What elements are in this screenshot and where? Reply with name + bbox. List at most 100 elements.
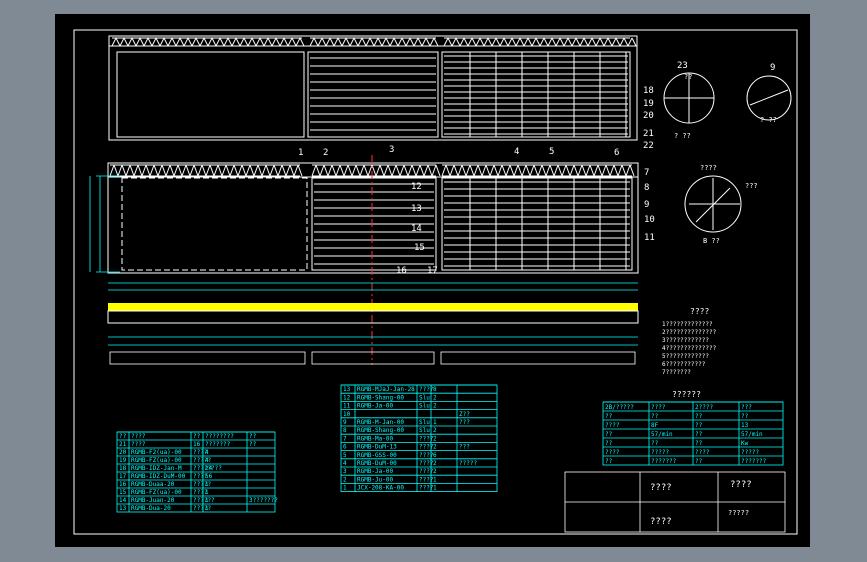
- spec-table-cell: ???????: [651, 458, 677, 465]
- parts-mid-cell: 1: [433, 485, 437, 492]
- parts-left-cell: ??: [119, 433, 127, 440]
- parts-left-cell: ????????: [193, 465, 222, 472]
- spec-table-cell: ???????: [741, 458, 767, 465]
- spec-table-cell: ??: [695, 440, 703, 447]
- parts-mid-cell: 8: [343, 427, 347, 434]
- parts-mid-cell: 13: [343, 386, 351, 393]
- callout-14: 14: [411, 224, 422, 234]
- parts-mid-cell: Slu: [419, 427, 430, 434]
- parts-left-cell: ????: [131, 441, 146, 448]
- parts-mid-cell: 11: [343, 403, 351, 410]
- parts-left-cell: ??: [249, 433, 257, 440]
- spec-table-cell: ??: [695, 458, 703, 465]
- spec-table-cell: ????: [695, 449, 710, 456]
- parts-mid-cell: RGMB-DuM-13: [357, 444, 397, 451]
- detail-a: [663, 72, 792, 124]
- notes-line: 4??????????????: [662, 345, 717, 352]
- spec-table-cell: ????: [605, 449, 620, 456]
- spec-table-cell: ??: [695, 431, 703, 438]
- detail-a-number: 23: [677, 61, 688, 71]
- parts-mid-cell: ????: [419, 444, 434, 451]
- spec-table-cell: ????: [651, 404, 666, 411]
- parts-left-cell: 21: [119, 441, 127, 448]
- parts-mid-cell: ???: [459, 419, 470, 426]
- callout-15: 15: [414, 243, 425, 253]
- callout-22: 22: [643, 141, 654, 151]
- parts-left-cell: 17: [119, 473, 127, 480]
- parts-left-cell: 15: [119, 489, 127, 496]
- parts-mid-cell: JCX-208-KA-00: [357, 485, 404, 492]
- spec-table-cell: ??: [741, 413, 749, 420]
- parts-left-cell: RGMB-Dua-20: [131, 505, 171, 512]
- parts-mid-cell: 6: [343, 444, 347, 451]
- detail-b-caption: B ??: [703, 237, 720, 245]
- parts-left-cell: RGMB-F2(ua)-00: [131, 449, 182, 456]
- parts-mid-cell: ????: [419, 452, 434, 459]
- parts-mid-cell: RGMB-M-Jan-00: [357, 419, 404, 426]
- spec-table-cell: ??: [695, 422, 703, 429]
- parts-mid-cell: 7: [343, 435, 347, 442]
- callout-4: 4: [514, 147, 519, 157]
- parts-left-cell: ??: [249, 441, 257, 448]
- parts-mid-cell: 2: [433, 403, 437, 410]
- spec-table-cell: ??: [695, 413, 703, 420]
- spec-table-cell: ??: [605, 413, 613, 420]
- detail-b-label-a: ????: [700, 164, 717, 172]
- callout-3: 3: [389, 145, 394, 155]
- parts-mid-cell: RGMB-Shang-00: [357, 427, 404, 434]
- parts-mid-cell: Slu: [419, 419, 430, 426]
- parts-left-cell: ?????: [193, 481, 211, 488]
- callout-19: 19: [643, 99, 654, 109]
- spec-table-cell: ???: [741, 404, 752, 411]
- parts-left-cell: 16: [193, 441, 201, 448]
- callout-8: 8: [644, 183, 649, 193]
- parts-left-cell: RGMB-Juan-20: [131, 497, 175, 504]
- parts-left-cell: ????: [193, 489, 208, 496]
- notes-line: 2??????????????: [662, 329, 717, 336]
- parts-left-cell: 3???????: [249, 497, 278, 504]
- parts-left-cell: 4: [205, 449, 209, 456]
- notes-line: 1?????????????: [662, 321, 713, 328]
- callout-12: 12: [411, 182, 422, 192]
- detail-b: [684, 175, 742, 233]
- callout-10: 10: [644, 215, 655, 225]
- parts-left-cell: ????: [131, 433, 146, 440]
- detail-a-label: ??: [684, 73, 692, 81]
- title-sub: ????: [730, 480, 752, 490]
- parts-left-cell: 1: [205, 489, 209, 496]
- parts-mid-cell: ????: [419, 476, 434, 483]
- parts-mid-cell: 2: [343, 476, 347, 483]
- parts-left-cell: RGMB-FZ(ua)-00: [131, 489, 182, 496]
- parts-mid-cell: RGMB-Ja-00: [357, 468, 394, 475]
- dimensions: [89, 175, 638, 291]
- spec-table-cell: 57/min: [651, 431, 673, 438]
- parts-left-cell: 1: [205, 497, 209, 504]
- parts-mid-cell: Slu: [419, 403, 430, 410]
- parts-mid-cell: ????: [419, 485, 434, 492]
- parts-mid-cell: 12: [343, 394, 351, 401]
- callout-13: 13: [411, 204, 422, 214]
- parts-left-cell: RGMB-IDZ-Jan-M: [131, 465, 182, 472]
- parts-mid-cell: 2: [433, 394, 437, 401]
- parts-mid-cell: RGMB-Ju-00: [357, 476, 394, 483]
- parts-mid-cell: 10: [343, 411, 351, 418]
- parts-mid-cell: 2: [433, 468, 437, 475]
- spec-table-cell: ?????: [741, 449, 759, 456]
- notes-line: 7???????: [662, 369, 691, 376]
- parts-mid-cell: RGMB-Ja-00: [357, 403, 394, 410]
- callout-9: 9: [644, 200, 649, 210]
- parts-mid-cell: Z??: [459, 411, 470, 418]
- spec-table-cell: 2B/?????: [605, 404, 634, 411]
- detail-a2-label: 9: [770, 63, 775, 73]
- callout-16: 16: [396, 266, 407, 276]
- title-main: ????: [650, 483, 672, 493]
- detail-a-caption: ? ??: [674, 132, 691, 140]
- notes-title: ????: [690, 307, 709, 316]
- parts-left-cell: 16: [119, 481, 127, 488]
- parts-left-cell: 56: [205, 473, 213, 480]
- parts-left-cell: 20: [119, 449, 127, 456]
- parts-left-cell: ???????: [205, 441, 231, 448]
- parts-mid-cell: 1: [433, 476, 437, 483]
- parts-left-cell: 4: [205, 457, 209, 464]
